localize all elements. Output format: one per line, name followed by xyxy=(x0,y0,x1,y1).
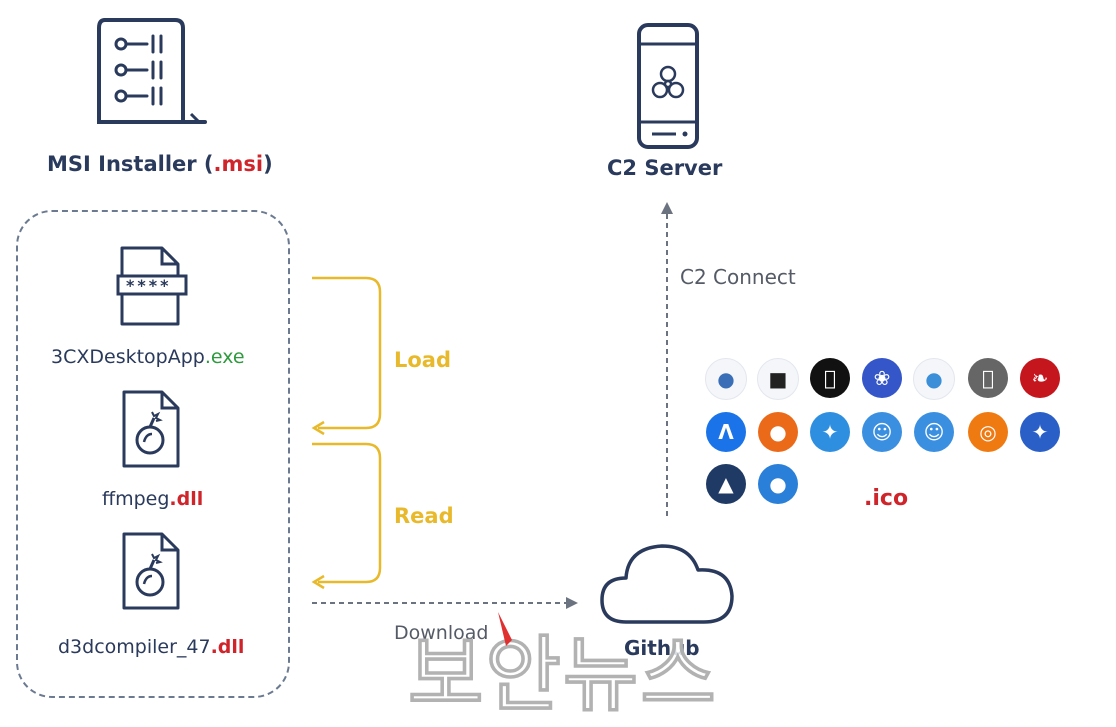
msi-document-icon xyxy=(97,18,207,124)
c2-server-icon xyxy=(637,23,699,149)
feather-icon: ❀ xyxy=(860,358,904,408)
origin-icon-glyph: ◎ xyxy=(968,412,1008,452)
compass-icon-glyph: ✦ xyxy=(1020,412,1060,452)
download-arrow xyxy=(312,597,578,609)
payload-files-container xyxy=(16,210,290,698)
ffmpeg-extension: .dll xyxy=(169,488,204,510)
assassin-icon-glyph: ▲ xyxy=(706,464,746,504)
github-label: Github xyxy=(624,636,700,660)
safari-icon: ✦ xyxy=(808,412,852,462)
password-mask: **** xyxy=(126,276,172,295)
globe-icon: ● xyxy=(704,358,748,408)
users-2-icon: ☺ xyxy=(912,412,956,462)
github-cloud-icon xyxy=(600,544,734,624)
download-label: Download xyxy=(394,622,489,644)
exe-file-icon xyxy=(116,246,188,326)
users-icon-glyph: ☺ xyxy=(862,412,902,452)
watermark-accent-mark xyxy=(498,612,512,646)
bird-icon-glyph: ● xyxy=(913,358,955,400)
origin-icon: ◎ xyxy=(966,412,1010,462)
load-label: Load xyxy=(394,348,452,372)
d3dcompiler-file-label: d3dcompiler_47.dll xyxy=(58,636,245,658)
read-bracket-arrow xyxy=(311,442,382,590)
read-label: Read xyxy=(394,504,454,528)
pdf-icon: ❧ xyxy=(1018,358,1062,408)
msi-extension: .msi xyxy=(213,152,264,176)
watermark-text: 보안뉴스 xyxy=(408,628,718,724)
c2-connect-arrow xyxy=(661,202,673,516)
users-2-icon-glyph: ☺ xyxy=(914,412,954,452)
globe-blue-icon: ● xyxy=(756,464,800,514)
globe-icon-glyph: ● xyxy=(705,358,747,400)
load-bracket-arrow xyxy=(311,276,382,436)
ffmpeg-bomb-file-icon xyxy=(122,390,180,468)
apple-gray-icon-glyph:  xyxy=(968,358,1008,398)
ico-label: .ico xyxy=(864,486,909,511)
globe-blue-icon-glyph: ● xyxy=(758,464,798,504)
d3dcompiler-bomb-file-icon xyxy=(122,532,180,610)
apple-icon-glyph:  xyxy=(810,358,850,398)
bird-icon: ● xyxy=(912,358,956,408)
c2-connect-label: C2 Connect xyxy=(680,265,796,289)
folder-icon-glyph: ■ xyxy=(757,358,799,400)
feather-icon-glyph: ❀ xyxy=(862,358,902,398)
ads-icon: Λ xyxy=(704,412,748,462)
d3dcompiler-extension: .dll xyxy=(210,636,245,658)
ffmpeg-file-label: ffmpeg.dll xyxy=(102,488,204,510)
folder-icon: ■ xyxy=(756,358,800,408)
exe-extension: .exe xyxy=(204,346,245,368)
users-icon: ☺ xyxy=(860,412,904,462)
mastercard-icon-glyph: ● xyxy=(758,412,798,452)
assassin-icon: ▲ xyxy=(704,464,748,514)
msi-installer-label: MSI Installer (.msi) xyxy=(47,152,273,176)
ads-icon-glyph: Λ xyxy=(706,412,746,452)
apple-gray-icon:  xyxy=(966,358,1010,408)
apple-icon:  xyxy=(808,358,852,408)
pdf-icon-glyph: ❧ xyxy=(1020,358,1060,398)
safari-icon-glyph: ✦ xyxy=(810,412,850,452)
c2-server-label: C2 Server xyxy=(607,156,723,180)
exe-file-label: 3CXDesktopApp.exe xyxy=(51,346,245,368)
mastercard-icon: ● xyxy=(756,412,800,462)
compass-icon: ✦ xyxy=(1018,412,1062,462)
